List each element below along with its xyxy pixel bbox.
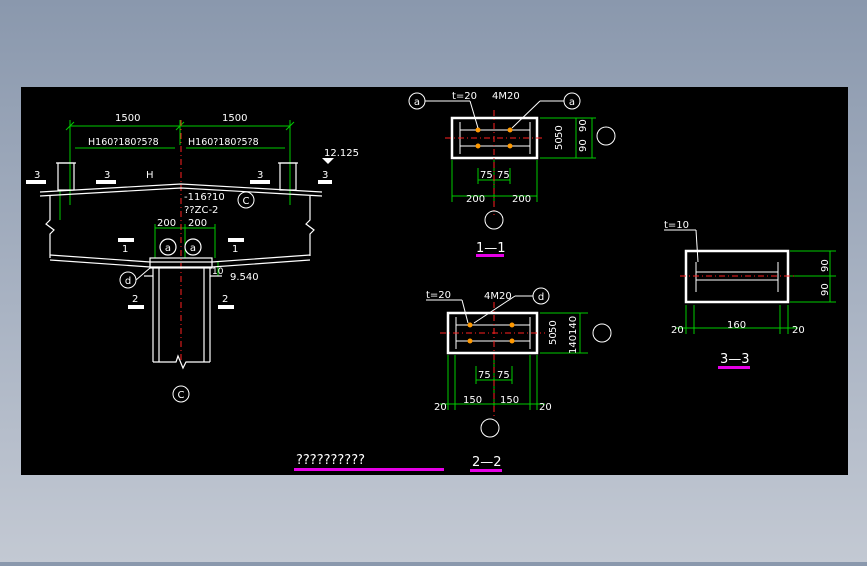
mark-h: H xyxy=(146,170,154,181)
pin-a-right: a xyxy=(190,243,196,254)
grid-c-bottom-label: C xyxy=(178,390,185,401)
dim-75b: 75 xyxy=(497,170,510,181)
level-top: 12.125 xyxy=(324,148,359,159)
dim-20a: 20 xyxy=(434,402,447,413)
dim-50b: 50 xyxy=(554,137,565,150)
dim-50b: 50 xyxy=(548,332,559,345)
dim-20b: 20 xyxy=(539,402,552,413)
dim-200-left: 200 xyxy=(157,218,176,229)
dim-20a: 20 xyxy=(671,325,684,336)
dim-90b: 90 xyxy=(820,283,831,296)
pin-a-left: a xyxy=(165,243,171,254)
dim-75b: 75 xyxy=(497,370,510,381)
dim-200-right: 200 xyxy=(188,218,207,229)
cut-2-right: 2 xyxy=(222,294,228,305)
cut-markers xyxy=(26,158,334,309)
t-label: t=20 xyxy=(426,290,451,301)
beam-label-left: H160?180?5?8 xyxy=(88,137,159,148)
column-note: ??ZC-2 xyxy=(184,205,218,216)
cut-3-a: 3 xyxy=(34,170,40,181)
grid-c-top-label: C xyxy=(243,196,250,207)
section-3-3: t=10 160 20 20 90 90 3—3 xyxy=(664,220,836,369)
section-2-2: d t=20 4M20 75 75 150 150 20 20 50 50 14… xyxy=(426,287,612,472)
section-3-title: 3—3 xyxy=(720,352,750,367)
t-label: t=20 xyxy=(452,91,477,102)
grid-d-label: d xyxy=(125,276,131,287)
bolt-label: 4M20 xyxy=(484,291,512,302)
bolt-label: 4M20 xyxy=(492,91,520,102)
elevation-view xyxy=(39,120,323,370)
section-2-title: 2—2 xyxy=(472,455,502,470)
level-bottom: 9.540 xyxy=(230,272,259,283)
cut-2-left: 2 xyxy=(132,294,138,305)
grid-bubble-c-top xyxy=(237,191,255,209)
grid-bubble-c-bottom xyxy=(172,385,190,403)
elevation-labels: 1500 1500 H160?180?5?8 H160?180?5?8 12.1… xyxy=(34,113,359,305)
dim-50a: 50 xyxy=(554,125,565,138)
dim-140b: 140 xyxy=(568,335,579,354)
dim-160: 160 xyxy=(727,320,746,331)
dim-1500-left: 1500 xyxy=(115,113,140,124)
t-label: t=10 xyxy=(664,220,689,231)
dim-140a: 140 xyxy=(568,316,579,335)
dim-200b: 200 xyxy=(512,194,531,205)
cut-1-left: 1 xyxy=(122,244,128,255)
dim-10: 10 xyxy=(212,267,224,277)
dim-75a: 75 xyxy=(480,170,493,181)
dim-50a: 50 xyxy=(548,320,559,333)
cut-3-d: 3 xyxy=(322,170,328,181)
cut-3-c: 3 xyxy=(257,170,263,181)
dim-90a: 90 xyxy=(820,259,831,272)
grid-a-left: a xyxy=(414,97,420,108)
title-underline xyxy=(294,468,444,471)
plate-note: -116?10 xyxy=(184,192,225,203)
section-1-1: a a t=20 4M20 75 75 200 200 50 50 90 90 … xyxy=(408,91,616,257)
dim-20b: 20 xyxy=(792,325,805,336)
dim-75a: 75 xyxy=(478,370,491,381)
drawing-title: ?????????? xyxy=(296,453,365,468)
grid-d-label: d xyxy=(538,292,544,303)
dim-150b: 150 xyxy=(500,395,519,406)
dim-1500-right: 1500 xyxy=(222,113,247,124)
dim-90a: 90 xyxy=(578,119,589,132)
cut-1-right: 1 xyxy=(232,244,238,255)
dim-200a: 200 xyxy=(466,194,485,205)
cut-3-b: 3 xyxy=(104,170,110,181)
grid-a-right: a xyxy=(569,97,575,108)
beam-label-right: H160?180?5?8 xyxy=(188,137,259,148)
section-1-title: 1—1 xyxy=(476,241,506,256)
dim-150a: 150 xyxy=(463,395,482,406)
dim-90b: 90 xyxy=(578,139,589,152)
